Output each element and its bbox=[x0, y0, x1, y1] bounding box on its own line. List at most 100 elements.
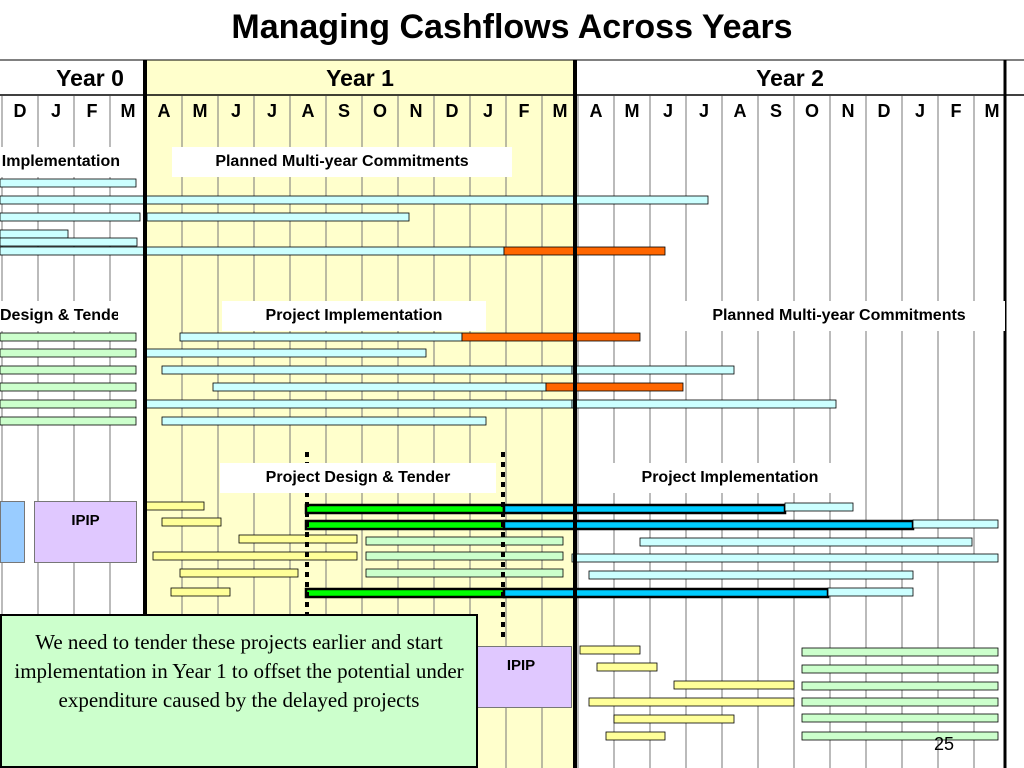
month-label: J bbox=[231, 101, 241, 121]
gantt-bar bbox=[801, 647, 999, 657]
gantt-bar bbox=[639, 537, 973, 547]
gantt-bar bbox=[502, 519, 915, 531]
month-label: J bbox=[699, 101, 709, 121]
month-label: J bbox=[483, 101, 493, 121]
gantt-bar bbox=[304, 519, 506, 531]
gantt-bar bbox=[605, 731, 666, 741]
gantt-bar bbox=[588, 570, 914, 580]
gantt-bar bbox=[0, 237, 138, 247]
gantt-bar bbox=[179, 568, 299, 578]
phase-label-commitments-2: Planned Multi-year Commitments bbox=[673, 301, 1005, 331]
gantt-bar bbox=[0, 399, 137, 409]
phase-label-design-tender-2: Project Design & Tender bbox=[220, 463, 496, 493]
gantt-bar bbox=[801, 664, 999, 674]
month-label: M bbox=[985, 101, 1000, 121]
gantt-bar bbox=[784, 502, 854, 512]
gantt-bar bbox=[571, 365, 735, 375]
month-label: N bbox=[842, 101, 855, 121]
gantt-bar bbox=[161, 416, 487, 426]
gantt-bar bbox=[503, 246, 666, 256]
gantt-bar bbox=[365, 536, 564, 546]
phase-label-design-tender-1: Design & Tender bbox=[0, 301, 118, 331]
month-label: S bbox=[770, 101, 782, 121]
gantt-bar bbox=[571, 553, 999, 563]
gantt-bar bbox=[161, 365, 573, 375]
gantt-bar bbox=[145, 399, 573, 409]
month-label: D bbox=[14, 101, 27, 121]
month-label: A bbox=[158, 101, 171, 121]
page-number: 25 bbox=[934, 734, 955, 754]
gantt-bar bbox=[801, 697, 999, 707]
gantt-bar bbox=[545, 382, 684, 392]
month-label: M bbox=[121, 101, 136, 121]
gantt-bar bbox=[238, 534, 358, 544]
month-label: M bbox=[193, 101, 208, 121]
gantt-bar bbox=[613, 714, 735, 724]
gantt-bar bbox=[0, 348, 137, 358]
gantt-bar bbox=[170, 587, 231, 597]
gantt-bar bbox=[502, 587, 830, 599]
gantt-bar bbox=[0, 195, 709, 205]
gantt-bar bbox=[801, 731, 999, 741]
month-label: J bbox=[51, 101, 61, 121]
gantt-bar bbox=[0, 212, 141, 222]
ipip-box-2: IPIP bbox=[470, 646, 572, 708]
month-label: A bbox=[302, 101, 315, 121]
year-label: Year 1 bbox=[326, 65, 394, 91]
page-title: Managing Cashflows Across Years bbox=[231, 8, 793, 46]
month-label: J bbox=[915, 101, 925, 121]
gantt-bar bbox=[146, 212, 410, 222]
month-label: A bbox=[590, 101, 603, 121]
gantt-bar bbox=[801, 681, 999, 691]
gantt-bar bbox=[588, 697, 795, 707]
gantt-bar bbox=[145, 348, 427, 358]
month-label: J bbox=[267, 101, 277, 121]
gantt-bar bbox=[596, 662, 658, 672]
year-label: Year 2 bbox=[756, 65, 824, 91]
gantt-bar bbox=[0, 382, 137, 392]
month-label: D bbox=[446, 101, 459, 121]
month-label: N bbox=[410, 101, 423, 121]
phase-label-commitments-1: Planned Multi-year Commitments bbox=[172, 147, 512, 177]
gantt-bar bbox=[0, 416, 137, 426]
month-label: M bbox=[625, 101, 640, 121]
month-label: O bbox=[373, 101, 387, 121]
ipip-box-blue bbox=[0, 501, 25, 563]
month-label: O bbox=[805, 101, 819, 121]
month-label: M bbox=[553, 101, 568, 121]
gantt-bar bbox=[502, 503, 787, 515]
gantt-bar bbox=[0, 229, 69, 239]
gantt-bar bbox=[179, 332, 463, 342]
gantt-bar bbox=[0, 332, 137, 342]
gantt-bar bbox=[461, 332, 641, 342]
gantt-bar bbox=[0, 365, 137, 375]
month-label: D bbox=[878, 101, 891, 121]
gantt-bar bbox=[365, 551, 564, 561]
gantt-bar bbox=[0, 246, 505, 256]
gantt-bar bbox=[0, 178, 137, 188]
gantt-bar bbox=[304, 587, 506, 599]
gantt-bar bbox=[212, 382, 547, 392]
gantt-bar bbox=[571, 399, 837, 409]
gantt-bar bbox=[152, 551, 358, 561]
phase-label-implementation-3: Project Implementation bbox=[600, 463, 860, 493]
note-box: We need to tender these projects earlier… bbox=[0, 614, 478, 768]
ipip-box-1: IPIP bbox=[34, 501, 137, 563]
phase-label-implementation: Implementation bbox=[0, 147, 120, 177]
gantt-bar bbox=[304, 503, 506, 515]
gantt-bar bbox=[145, 501, 205, 511]
month-label: S bbox=[338, 101, 350, 121]
gantt-bar bbox=[827, 587, 914, 597]
gantt-bar bbox=[161, 517, 222, 527]
phase-label-implementation-2: Project Implementation bbox=[222, 301, 486, 331]
month-label: J bbox=[663, 101, 673, 121]
year-label: Year 0 bbox=[56, 65, 124, 91]
month-label: F bbox=[951, 101, 962, 121]
gantt-bar bbox=[912, 519, 999, 529]
month-label: F bbox=[87, 101, 98, 121]
gantt-bar bbox=[365, 568, 564, 578]
gantt-bar bbox=[801, 713, 999, 723]
gantt-bar bbox=[673, 680, 795, 690]
month-label: A bbox=[734, 101, 747, 121]
